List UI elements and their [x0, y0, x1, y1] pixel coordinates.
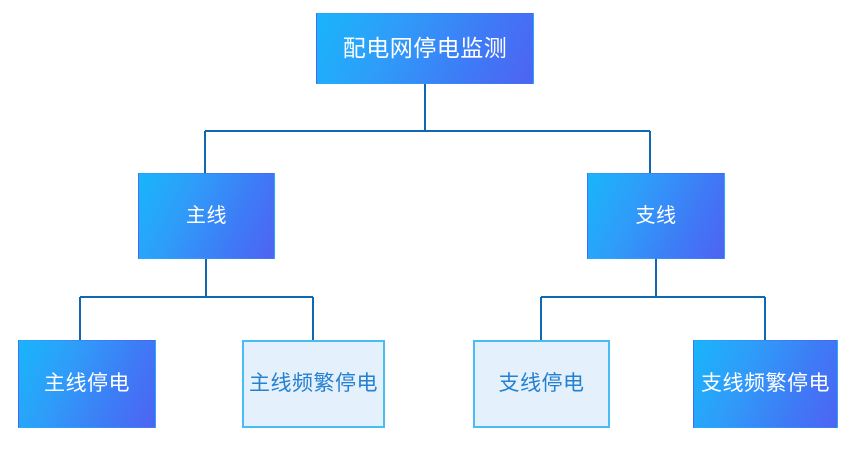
- node-mainline-frequent-outage-label: 主线频繁停电: [249, 372, 378, 396]
- node-branchline-frequent-outage[interactable]: 支线频繁停电: [693, 340, 838, 428]
- node-root[interactable]: 配电网停电监测: [316, 13, 534, 84]
- node-mainline-outage[interactable]: 主线停电: [18, 340, 156, 428]
- node-mainline-outage-label: 主线停电: [44, 372, 130, 396]
- node-mainline-label: 主线: [186, 205, 227, 227]
- node-root-label: 配电网停电监测: [342, 34, 508, 61]
- node-branchline-label: 支线: [635, 205, 677, 227]
- node-branchline-frequent-outage-label: 支线频繁停电: [701, 372, 830, 396]
- node-branchline[interactable]: 支线: [587, 173, 725, 259]
- node-mainline-frequent-outage[interactable]: 主线频繁停电: [242, 340, 385, 428]
- node-branchline-outage-label: 支线停电: [498, 372, 585, 396]
- node-branchline-outage[interactable]: 支线停电: [473, 340, 610, 428]
- node-mainline[interactable]: 主线: [138, 173, 275, 259]
